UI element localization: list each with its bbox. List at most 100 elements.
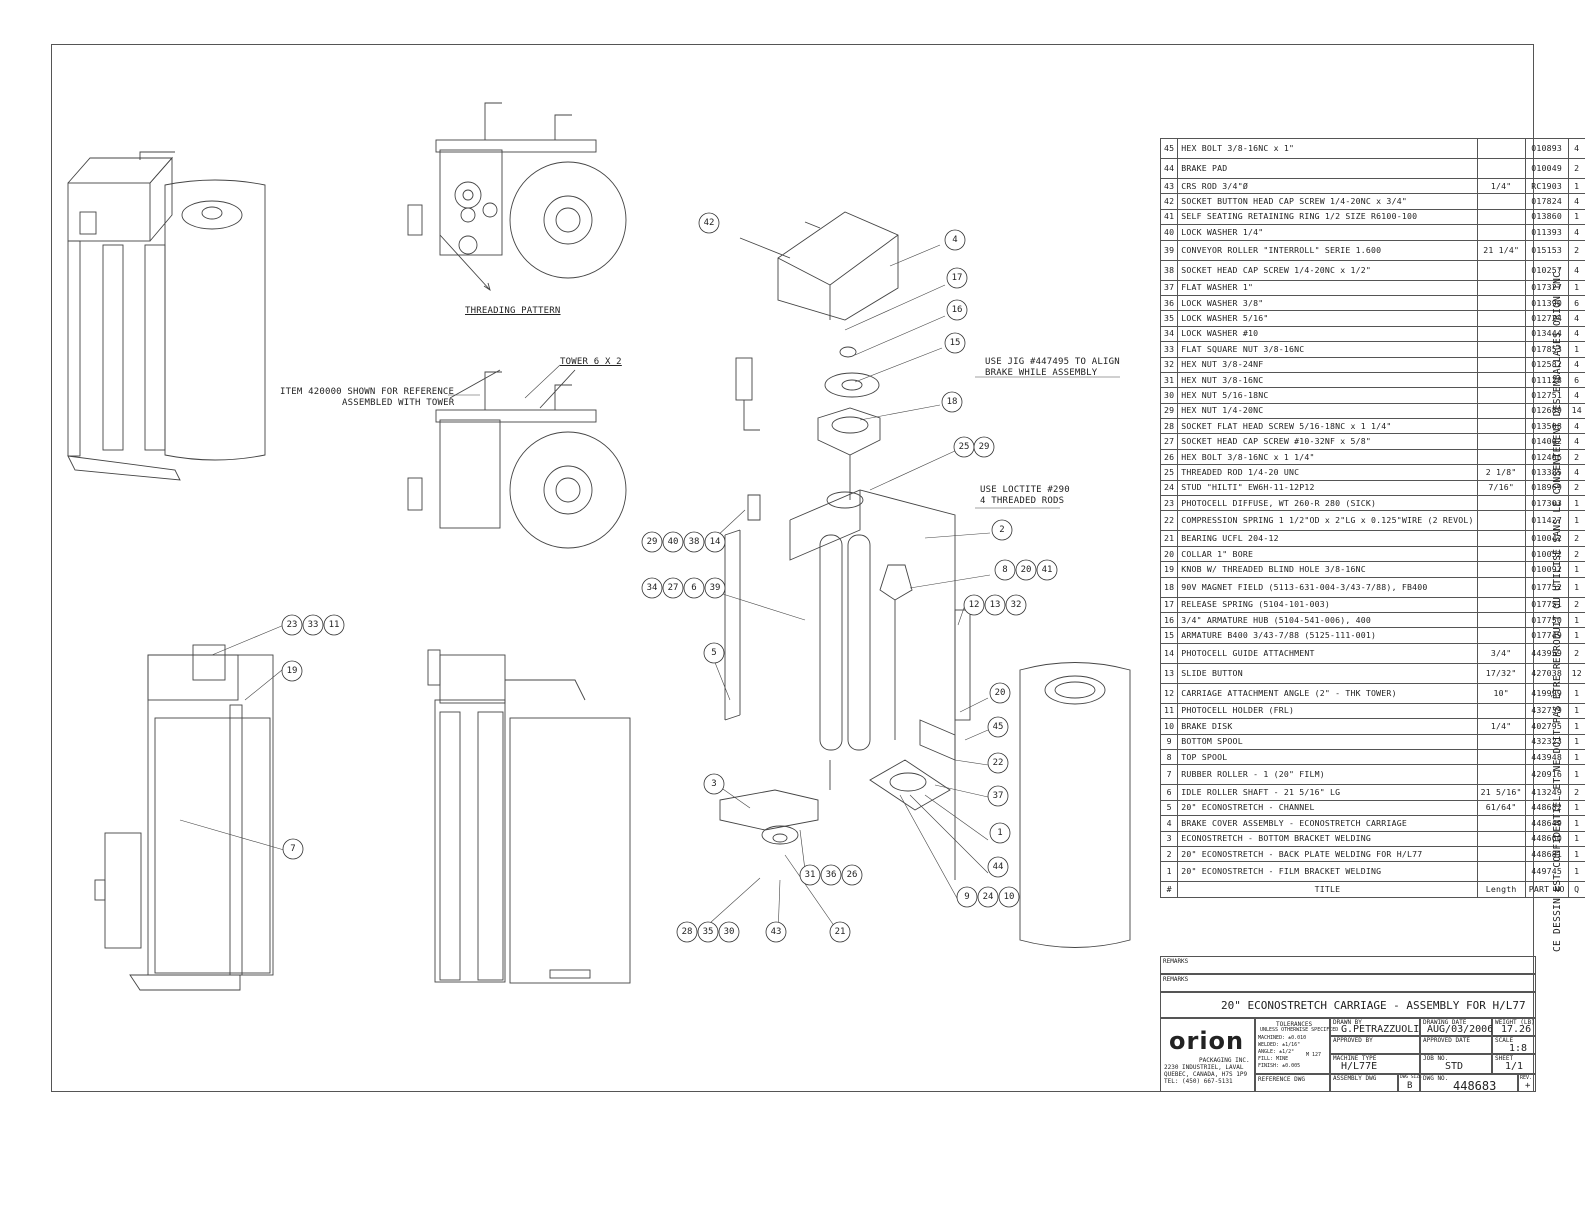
bom-title: FLAT WASHER 1" xyxy=(1177,279,1478,296)
exploded-view xyxy=(719,211,1131,948)
bom-part-number: 017824 xyxy=(1524,193,1569,210)
svg-text:11: 11 xyxy=(329,620,340,630)
bom-item-number: 25 xyxy=(1159,464,1179,481)
bom-quantity: 4 xyxy=(1567,310,1585,327)
tower-view xyxy=(407,369,627,549)
bom-title: HEX NUT 1/4-20NC xyxy=(1177,402,1478,420)
bom-length xyxy=(1476,310,1526,327)
svg-text:35: 35 xyxy=(703,927,714,937)
bom-header-qty: Q xyxy=(1567,881,1585,898)
bom-quantity: 14 xyxy=(1567,402,1585,420)
bom-part-number: RC1903 xyxy=(1524,177,1569,195)
item-note-line2: ASSEMBLED WITH TOWER xyxy=(342,398,455,408)
bom-part-number: 017327 xyxy=(1524,279,1569,296)
svg-text:12: 12 xyxy=(969,600,980,610)
bom-title: SOCKET HEAD CAP SCREW 1/4-20NC x 1/2" xyxy=(1177,259,1478,281)
bom-title: THREADED ROD 1/4-20 UNC xyxy=(1177,464,1478,481)
bom-header-item: # xyxy=(1159,881,1179,898)
svg-text:9: 9 xyxy=(964,892,969,902)
bom-title: LOCK WASHER 1/4" xyxy=(1177,224,1478,241)
bom-length xyxy=(1476,561,1526,578)
bom-title: PHOTOCELL DIFFUSE, WT 260-R 280 (SICK) xyxy=(1177,495,1478,512)
bom-length xyxy=(1476,371,1526,389)
bom-quantity: 2 xyxy=(1567,158,1585,179)
bom-quantity: 2 xyxy=(1567,479,1585,497)
bom-quantity: 12 xyxy=(1567,662,1585,684)
balloon: 13 xyxy=(984,594,1006,616)
svg-text:29: 29 xyxy=(979,442,990,452)
svg-text:27: 27 xyxy=(668,583,679,593)
balloon: 33 xyxy=(302,614,324,636)
bom-part-number: 448681 xyxy=(1524,845,1569,863)
bom-length xyxy=(1476,387,1526,404)
balloon: 23 xyxy=(281,614,303,636)
balloon: 24 xyxy=(977,886,999,908)
bom-quantity: 1 xyxy=(1567,576,1585,598)
bom-header-title: TITLE xyxy=(1177,881,1478,898)
bom-item-number: 30 xyxy=(1159,387,1179,404)
svg-text:42: 42 xyxy=(704,218,715,228)
bom-title: BRAKE DISK xyxy=(1177,718,1478,735)
bom-length xyxy=(1476,576,1526,598)
bom-title: HEX NUT 5/16-18NC xyxy=(1177,387,1478,404)
bom-title: HEX BOLT 3/8-16NC x 1 1/4" xyxy=(1177,448,1478,466)
bom-part-number: 010049 xyxy=(1524,158,1569,179)
bom-quantity: 4 xyxy=(1567,464,1585,481)
bom-title: LOCK WASHER 3/8" xyxy=(1177,294,1478,312)
bom-quantity: 1 xyxy=(1567,682,1585,704)
bom-title: CONVEYOR ROLLER "INTERROLL" SERIE 1.600 xyxy=(1177,239,1478,261)
bom-length xyxy=(1476,433,1526,450)
bom-item-number: 1 xyxy=(1159,861,1179,883)
bom-part-number: 015153 xyxy=(1524,239,1569,261)
svg-text:24: 24 xyxy=(983,892,994,902)
remarks-row-1: REMARKS xyxy=(1160,956,1536,974)
bom-title: PHOTOCELL HOLDER (FRL) xyxy=(1177,702,1478,720)
bom-item-number: 22 xyxy=(1159,510,1179,532)
svg-text:3: 3 xyxy=(711,779,716,789)
bom-quantity: 2 xyxy=(1567,642,1585,664)
balloon: 43 xyxy=(765,921,787,943)
balloon: 19 xyxy=(281,660,303,682)
svg-text:18: 18 xyxy=(947,397,958,407)
bom-part-number: 011393 xyxy=(1524,224,1569,241)
bom-item-number: 35 xyxy=(1159,310,1179,327)
balloon: 21 xyxy=(829,921,851,943)
bom-quantity: 1 xyxy=(1567,495,1585,512)
bom-length xyxy=(1476,830,1526,847)
bom-length xyxy=(1476,294,1526,312)
svg-text:38: 38 xyxy=(689,537,700,547)
bom-quantity: 2 xyxy=(1567,530,1585,547)
title-row: 20" ECONOSTRETCH CARRIAGE - ASSEMBLY FOR… xyxy=(1160,992,1536,1018)
bom-title: SELF SEATING RETAINING RING 1/2 SIZE R61… xyxy=(1177,208,1478,226)
balloon: 26 xyxy=(841,864,863,886)
svg-text:20: 20 xyxy=(995,688,1006,698)
bom-length xyxy=(1476,495,1526,512)
balloon: 10 xyxy=(998,886,1020,908)
bom-quantity: 4 xyxy=(1567,387,1585,404)
balloon: 20 xyxy=(989,682,1011,704)
bom-item-number: 20 xyxy=(1159,545,1179,563)
tower-label: TOWER 6 X 2 xyxy=(560,357,622,367)
